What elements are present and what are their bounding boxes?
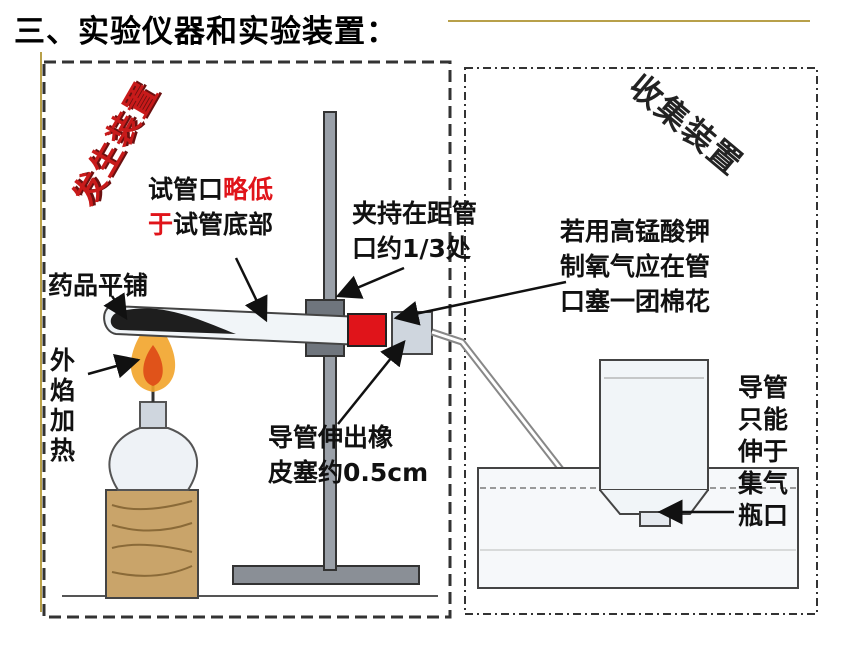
- collector-frame: [464, 67, 818, 615]
- arrow-spread: [103, 292, 128, 321]
- label-clamp-line1: 夹持在距管: [352, 199, 478, 228]
- arrow-clamp: [335, 266, 405, 299]
- test-tube: [103, 304, 388, 348]
- title-rule: [448, 20, 810, 22]
- label-tube-mouth: 试管口略低 于试管底部: [148, 172, 273, 242]
- label-potassium: 若用高锰酸钾 制氧气应在管 口塞一团棉花: [560, 214, 710, 319]
- label-potassium-line2: 制氧气应在管: [560, 252, 711, 281]
- label-tube-out: 导管伸出橡 皮塞约0.5cm: [268, 420, 428, 490]
- left-rule: [40, 52, 42, 612]
- label-tube-mouth-text-2: 试管底部: [173, 210, 274, 239]
- arrow-tube-out: [337, 340, 406, 425]
- alcohol-lamp: [108, 384, 198, 491]
- label-tube-mouth-red-2: 于: [148, 210, 174, 239]
- label-tube-out-line2: 皮塞约0.5cm: [268, 458, 429, 487]
- page-title: 三、实验仪器和实验装置：: [14, 14, 398, 50]
- gas-bottle: [599, 359, 709, 527]
- arrow-flame: [87, 354, 141, 379]
- label-spread: 药品平铺: [48, 271, 149, 300]
- label-potassium-line3: 口塞一团棉花: [560, 287, 711, 316]
- arrow-cotton: [393, 280, 567, 326]
- label-potassium-line1: 若用高锰酸钾: [560, 217, 711, 246]
- label-tube-mouth-red: 略低: [223, 175, 274, 204]
- label-flame: 外焰加热: [50, 346, 76, 465]
- label-clamp-line2: 口约1/3处: [352, 234, 471, 263]
- label-pipe-line3: 瓶口: [738, 501, 789, 530]
- generator-frame: [42, 60, 452, 619]
- label-clamp: 夹持在距管 口约1/3处: [352, 196, 477, 266]
- label-pipe: 导管只能 伸于集气 瓶口: [738, 372, 798, 532]
- arrow-tube-mouth: [234, 257, 268, 323]
- label-pipe-line1: 导管只能: [738, 373, 789, 434]
- wooden-block: [105, 489, 199, 599]
- cotton-plug: [347, 313, 387, 347]
- label-tube-out-line1: 导管伸出橡: [268, 423, 394, 452]
- label-tube-mouth-text: 试管口: [148, 175, 224, 204]
- label-pipe-line2: 伸于集气: [738, 437, 789, 498]
